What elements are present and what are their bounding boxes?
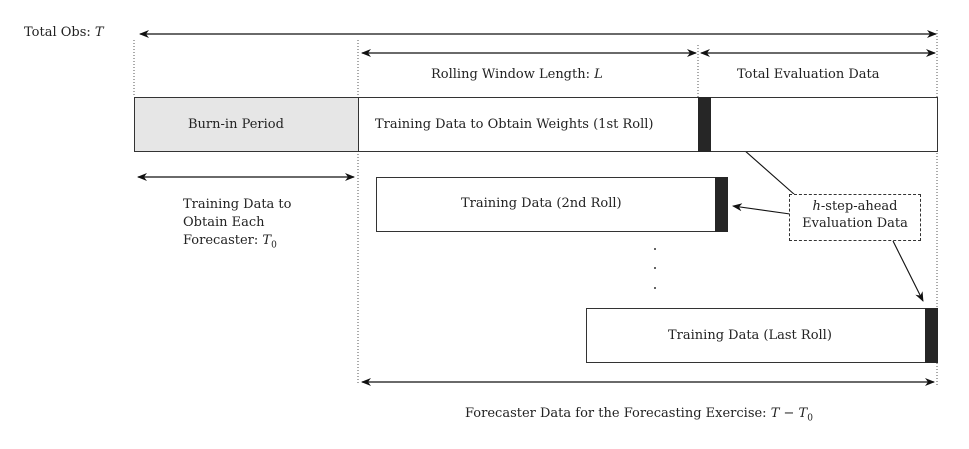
eval-note-line1: h-step-ahead bbox=[790, 198, 920, 215]
forecaster-data-symbol: T bbox=[770, 406, 780, 421]
training-each-line2: Obtain Each bbox=[183, 215, 265, 230]
second-roll-eval-bar bbox=[715, 177, 728, 232]
last-roll-label: Training Data (Last Roll) bbox=[668, 328, 832, 343]
last-roll-box: Training Data (Last Roll) bbox=[586, 308, 938, 363]
eval-arrow-second bbox=[732, 203, 791, 215]
ellipsis-dot bbox=[654, 287, 656, 289]
total-obs-symbol: T bbox=[94, 25, 104, 40]
eval-note-prefix: h bbox=[812, 199, 821, 214]
eval-note-text: h-step-ahead Evaluation Data bbox=[790, 198, 920, 232]
forecaster-data-symbol2: T bbox=[798, 406, 808, 421]
ellipsis-dot bbox=[654, 267, 656, 269]
rolling-window-label: Rolling Window Length: L bbox=[431, 66, 603, 83]
eval-note-line1-text: -step-ahead bbox=[820, 199, 898, 214]
ellipsis-dot bbox=[654, 248, 656, 250]
eval-note-line2: Evaluation Data bbox=[802, 216, 908, 231]
forecaster-data-subscript: 0 bbox=[807, 413, 813, 424]
burn-in-box: Burn-in Period bbox=[134, 97, 359, 152]
second-roll-label: Training Data (2nd Roll) bbox=[461, 196, 622, 211]
first-roll-label: Training Data to Obtain Weights (1st Rol… bbox=[375, 117, 654, 132]
training-each-label: Training Data to Obtain Each Forecaster:… bbox=[183, 196, 291, 255]
forecaster-data-label: Forecaster Data for the Forecasting Exer… bbox=[465, 405, 813, 428]
burn-in-label: Burn-in Period bbox=[188, 117, 284, 132]
last-roll-eval-bar bbox=[925, 308, 938, 363]
training-each-line1: Training Data to bbox=[183, 197, 292, 212]
training-each-symbol: T bbox=[262, 233, 272, 248]
rolling-window-symbol: L bbox=[594, 67, 603, 82]
training-each-line3: Forecaster: T0 bbox=[183, 232, 291, 255]
total-eval-label: Total Evaluation Data bbox=[737, 67, 880, 82]
rolling-window-text: Rolling Window Length: bbox=[431, 67, 595, 82]
first-roll-box: Training Data to Obtain Weights (1st Rol… bbox=[358, 97, 938, 152]
first-roll-eval-bar bbox=[698, 97, 711, 152]
eval-note-box: h-step-ahead Evaluation Data bbox=[789, 194, 921, 241]
training-each-line3-text: Forecaster: bbox=[183, 233, 263, 248]
second-roll-box: Training Data (2nd Roll) bbox=[376, 177, 728, 232]
forecaster-data-text: Forecaster Data for the Forecasting Exer… bbox=[465, 406, 771, 421]
training-each-subscript: 0 bbox=[271, 240, 277, 251]
total-obs-text: Total Obs: bbox=[24, 25, 95, 40]
forecaster-data-minus: − bbox=[779, 406, 799, 421]
eval-arrow-last bbox=[892, 240, 924, 302]
total-obs-label: Total Obs: T bbox=[24, 24, 104, 41]
